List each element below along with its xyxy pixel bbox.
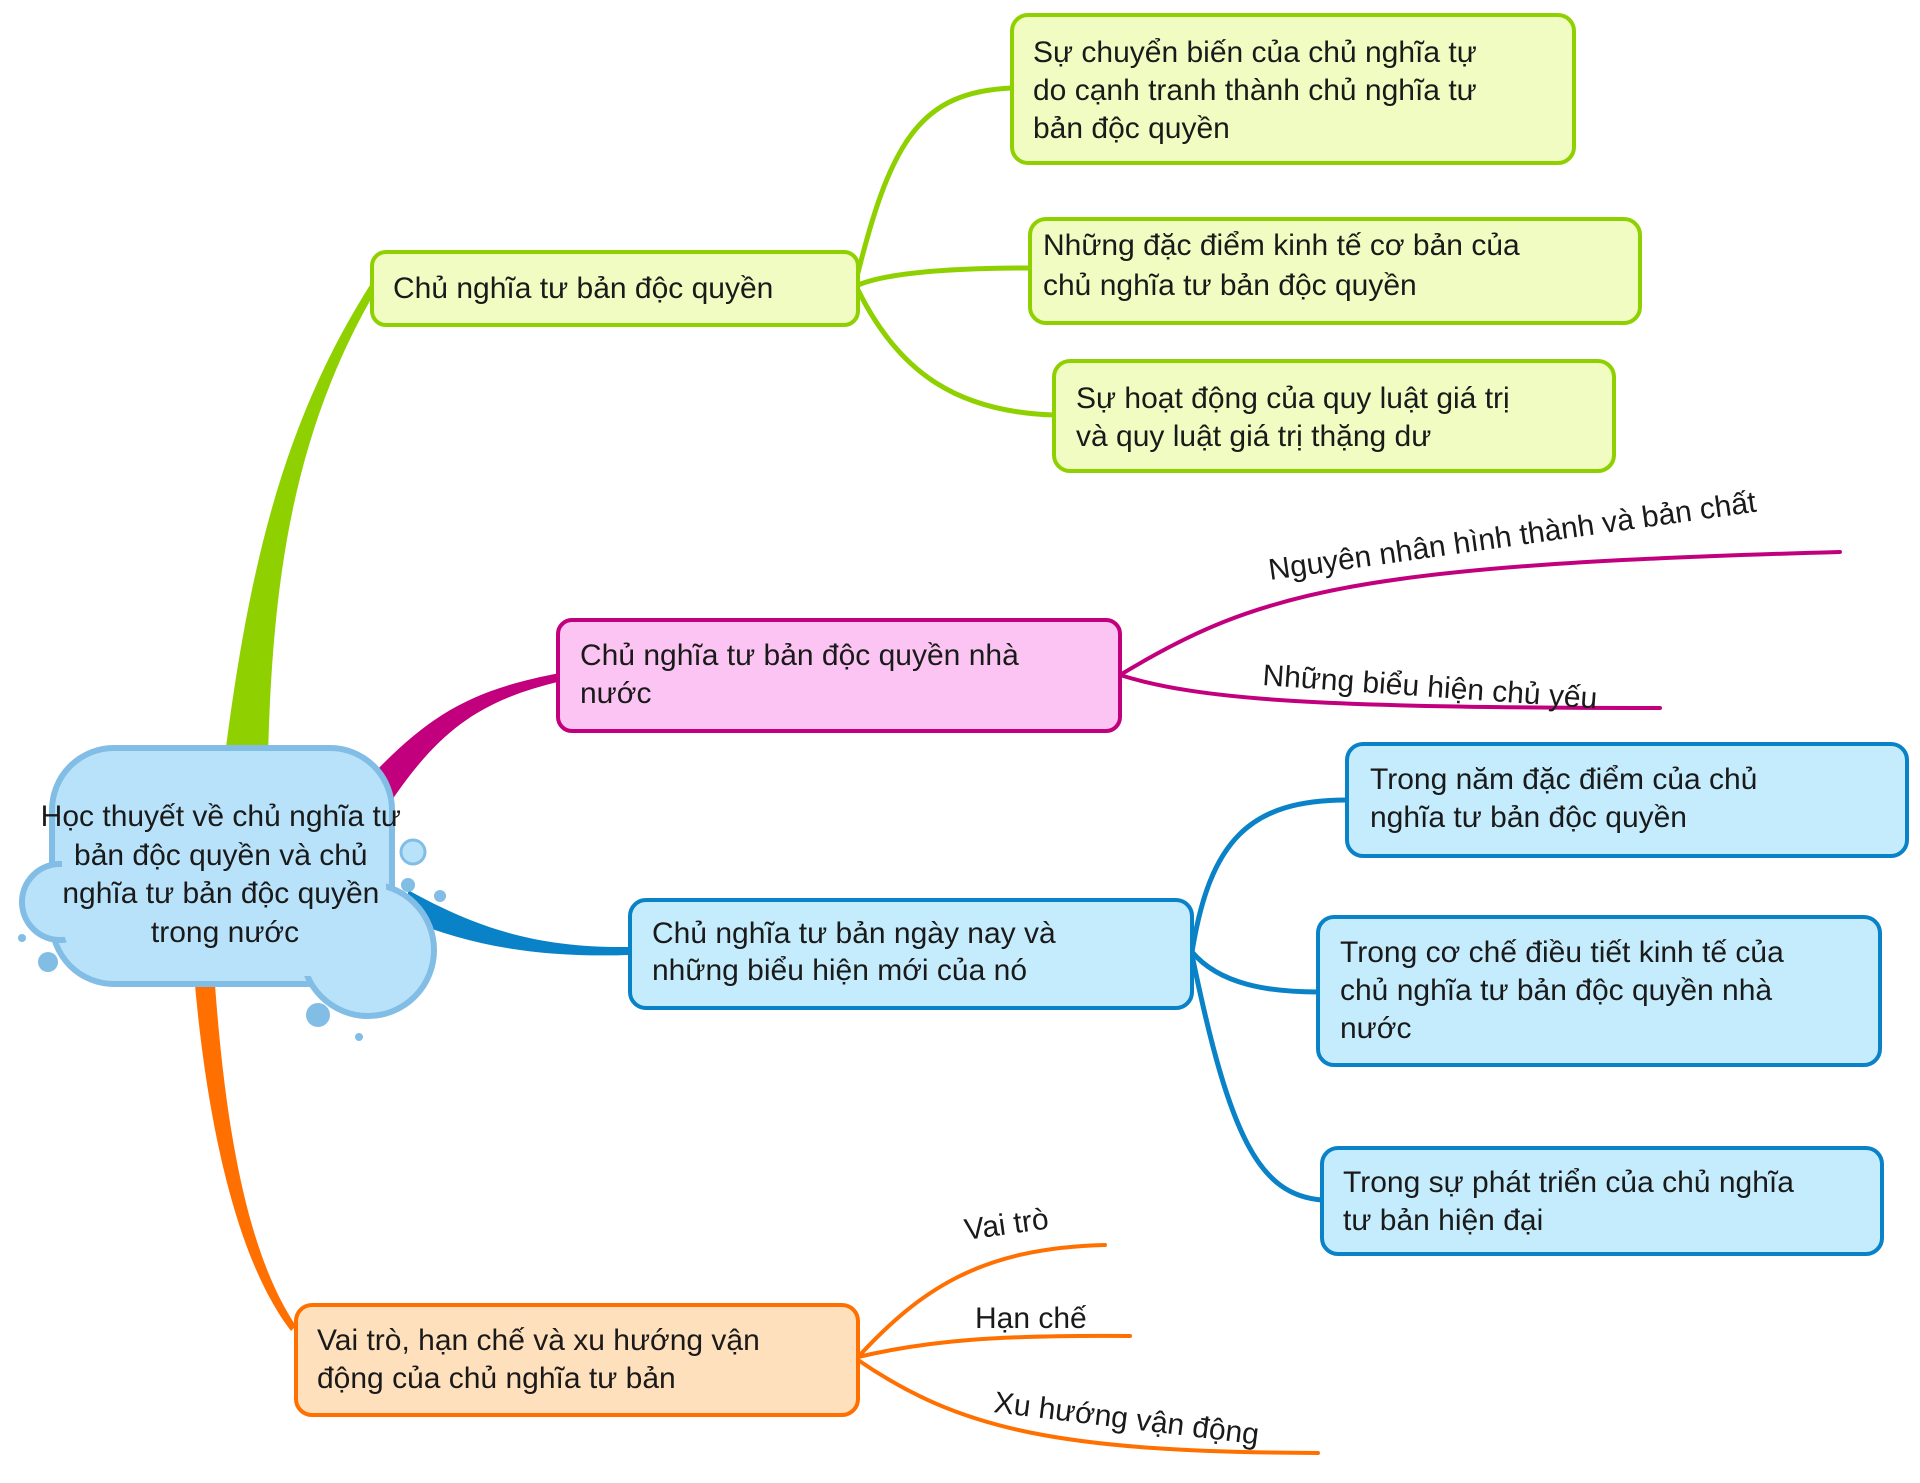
connector-blue-1 [1189,797,1350,955]
connector-root-blue [408,890,630,956]
branch-monopoly-capitalism[interactable]: Chủ nghĩa tư bản độc quyền [370,250,860,327]
connector-green-2 [855,265,1033,288]
topic-blue-2[interactable]: Trong cơ chế điều tiết kinh tế của chủ n… [1316,915,1882,1067]
topic-magenta-1[interactable]: Nguyên nhân hình thành và bản chất [1266,486,1759,587]
topic-label-line: chủ nghĩa tư bản độc quyền [1043,269,1417,302]
branch-label-line: Chủ nghĩa tư bản ngày nay và [652,917,1056,950]
branch-label-line: Chủ nghĩa tư bản độc quyền [393,272,773,305]
root-title-line: trong nước [151,916,299,949]
root-cloud-shape [18,745,446,1041]
connector-root-green [225,285,375,760]
branch-label: Chủ nghĩa tư bản độc quyền [393,272,773,305]
topic-label-line: và quy luật giá trị thặng dư [1076,420,1431,453]
topic-label-line: Trong sự phát triển của chủ nghĩa [1343,1166,1794,1199]
branch-label-line: nước [580,677,651,710]
branch-label-line: Chủ nghĩa tư bản độc quyền nhà [580,639,1019,672]
root-title-line: Học thuyết về chủ nghĩa tư [41,800,401,833]
topic-label-line: Những đặc điểm kinh tế cơ bản của [1043,229,1520,262]
root-node[interactable]: Học thuyết về chủ nghĩa tư bản độc quyền… [18,745,446,1041]
topic-label: Trong năm đặc điểm của chủ nghĩa tư bản … [1370,763,1766,834]
topic-label: Trong sự phát triển của chủ nghĩa tư bản… [1343,1166,1802,1237]
branch-state-monopoly-capitalism[interactable]: Chủ nghĩa tư bản độc quyền nhà nước [556,618,1122,733]
topic-orange-1[interactable]: Vai trò [962,1202,1050,1246]
topic-orange-3[interactable]: Xu hướng vận động [992,1386,1261,1451]
branch-label: Vai trò, hạn chế và xu hướng vận động củ… [317,1324,768,1395]
root-title: Học thuyết về chủ nghĩa tư bản độc quyền… [41,800,410,949]
connector-blue-3 [1189,952,1325,1203]
branch-label: Chủ nghĩa tư bản ngày nay và những biểu … [652,917,1064,987]
branch-label: Chủ nghĩa tư bản độc quyền nhà nước [580,639,1027,710]
connector-root-magenta [372,673,562,800]
branch-label-line: Vai trò, hạn chế và xu hướng vận [317,1324,760,1357]
topic-label-line: Sự chuyển biến của chủ nghĩa tự [1033,36,1477,69]
topic-label: Những đặc điểm kinh tế cơ bản của chủ ng… [1043,229,1528,302]
topic-label: Sự hoạt động của quy luật giá trị và quy… [1076,382,1518,453]
topic-label-line: bản độc quyền [1033,112,1230,145]
topic-label-line: Sự hoạt động của quy luật giá trị [1076,382,1510,415]
root-title-line: nghĩa tư bản độc quyền [62,877,379,910]
topic-label: Trong cơ chế điều tiết kinh tế của chủ n… [1340,936,1792,1045]
connector-root-orange [195,985,296,1331]
connector-magenta-2 [1118,673,1662,710]
topic-label-line: chủ nghĩa tư bản độc quyền nhà [1340,974,1772,1007]
connector-blue-2 [1189,949,1321,995]
topic-label-line: Trong năm đặc điểm của chủ [1370,763,1757,796]
topic-label-line: do cạnh tranh thành chủ nghĩa tư [1033,74,1477,107]
topic-green-3[interactable]: Sự hoạt động của quy luật giá trị và quy… [1052,359,1616,473]
topic-blue-3[interactable]: Trong sự phát triển của chủ nghĩa tư bản… [1320,1146,1884,1256]
connectors [195,85,1842,1455]
topic-label-line: tư bản hiện đại [1343,1204,1543,1237]
branch-label-line: động của chủ nghĩa tư bản [317,1362,676,1395]
branch-label-line: những biểu hiện mới của nó [652,954,1027,987]
connector-orange-2 [856,1333,1132,1359]
topic-green-2[interactable]: Những đặc điểm kinh tế cơ bản của chủ ng… [1028,217,1642,325]
connector-green-3 [855,287,1057,418]
branch-modern-capitalism[interactable]: Chủ nghĩa tư bản ngày nay và những biểu … [628,898,1194,1010]
topic-green-1[interactable]: Sự chuyển biến của chủ nghĩa tự do cạnh … [1010,13,1576,165]
branch-role-limits-trends[interactable]: Vai trò, hạn chế và xu hướng vận động củ… [294,1303,860,1417]
connector-green-1 [852,85,1015,288]
connector-orange-1 [856,1243,1107,1359]
topic-label: Sự chuyển biến của chủ nghĩa tự do cạnh … [1033,36,1485,145]
connector-magenta-1 [1118,550,1842,677]
topic-label-line: nghĩa tư bản độc quyền [1370,801,1687,834]
topic-orange-2[interactable]: Hạn chế [975,1302,1087,1335]
topic-label-line: Trong cơ chế điều tiết kinh tế của [1340,936,1784,969]
root-title-line: bản độc quyền và chủ [74,839,368,872]
topic-blue-1[interactable]: Trong năm đặc điểm của chủ nghĩa tư bản … [1345,742,1909,858]
connector-orange-3 [856,1358,1320,1455]
topic-label-line: nước [1340,1012,1411,1045]
